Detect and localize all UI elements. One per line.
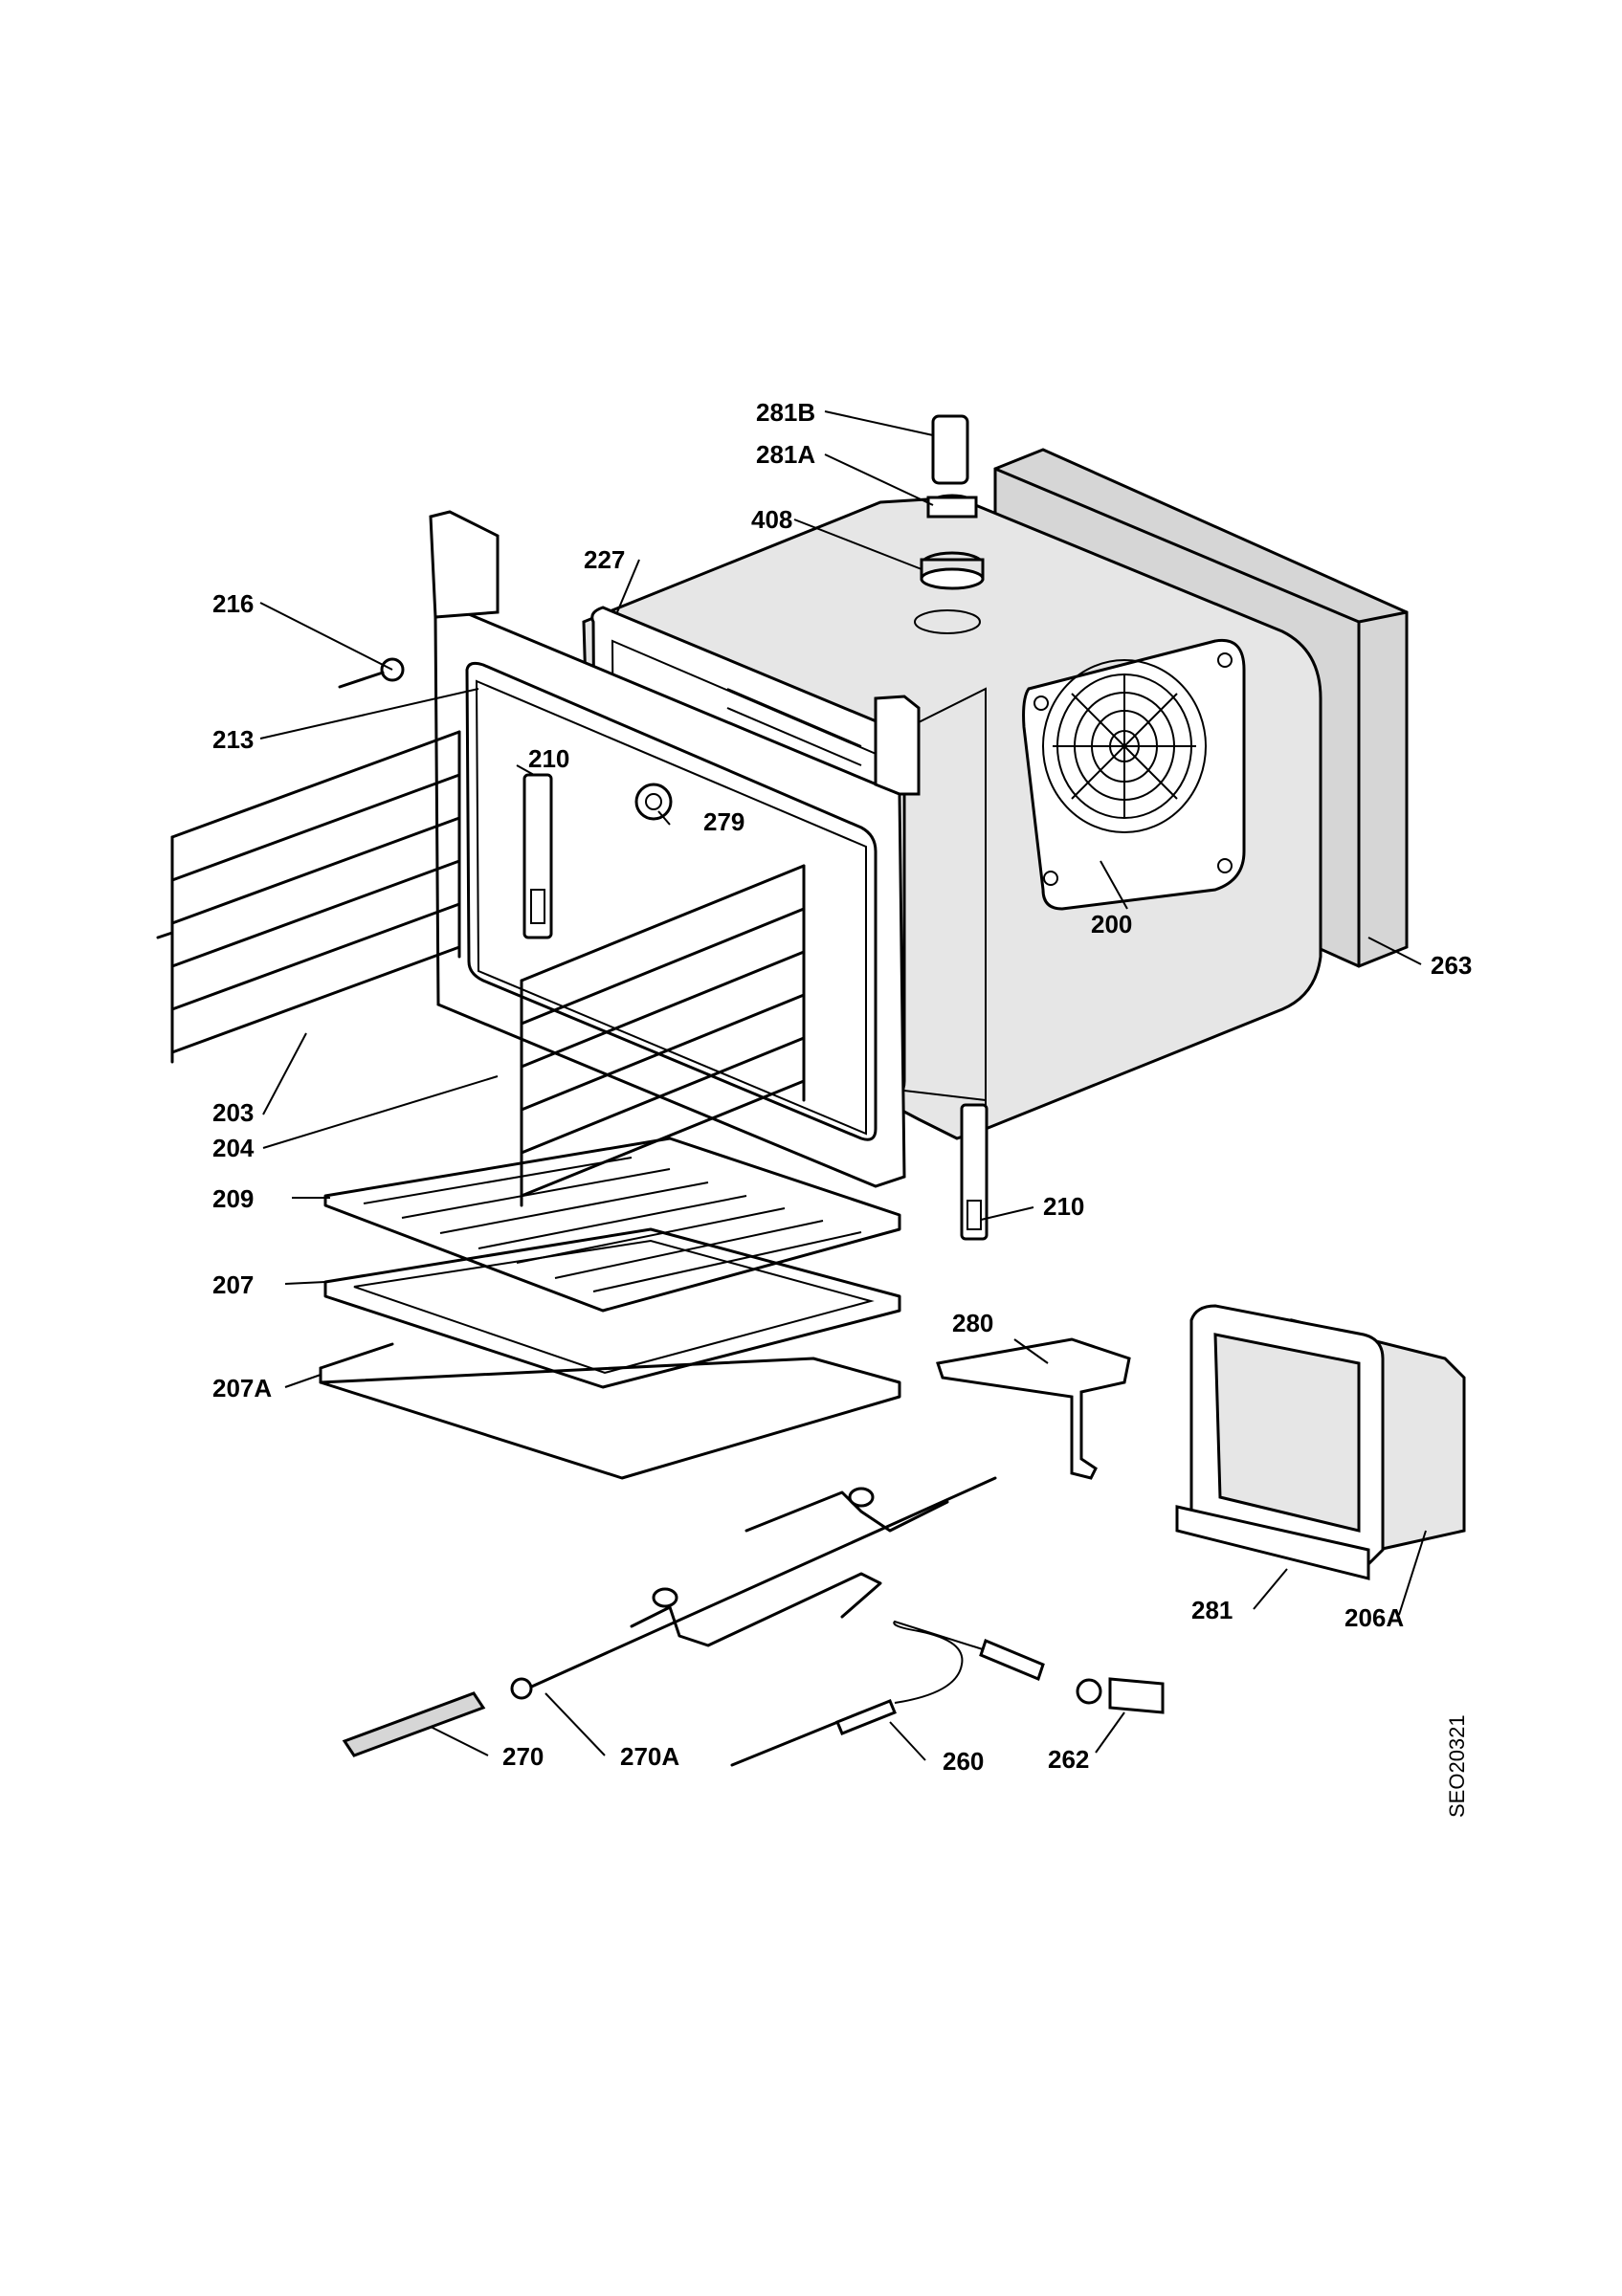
part-216-screw [338, 657, 405, 689]
part-281A-nut [926, 494, 978, 519]
part-262-probe-socket [1076, 1677, 1165, 1714]
callout-262: 262 [1048, 1745, 1089, 1774]
part-210-lamp-lower [960, 1103, 989, 1241]
part-280-bracket [936, 1337, 1131, 1480]
callout-260: 260 [943, 1747, 984, 1776]
part-210-lamp-upper [522, 773, 553, 939]
callout-408: 408 [751, 505, 792, 534]
callout-281: 281 [1191, 1596, 1233, 1624]
callout-204: 204 [212, 1134, 255, 1162]
callout-270A: 270A [620, 1742, 679, 1771]
callout-210-upper: 210 [528, 744, 569, 773]
part-408-filter [920, 551, 985, 590]
callout-207A: 207A [212, 1374, 272, 1402]
callout-labels: 281B 281A 408 227 216 213 210 279 200 26… [212, 398, 1472, 1818]
part-207A-tray [319, 1342, 901, 1480]
callout-263: 263 [1431, 951, 1472, 980]
callout-206A: 206A [1344, 1603, 1404, 1632]
part-279-grommet [634, 783, 673, 821]
callout-227: 227 [584, 545, 625, 574]
part-200-fan-cover [1022, 638, 1246, 911]
callout-210-lower: 210 [1043, 1192, 1084, 1221]
callout-213: 213 [212, 725, 254, 754]
callout-281B: 281B [756, 398, 815, 427]
callout-270: 270 [502, 1742, 544, 1771]
part-213-front-frame [429, 510, 921, 1188]
drawing-code: SEO20321 [1445, 1714, 1469, 1818]
callout-281A: 281A [756, 440, 815, 469]
leader-lines [259, 410, 1427, 1761]
part-209-wire-shelf [323, 1137, 901, 1313]
part-270-handle [342, 1691, 486, 1757]
part-270A-rotisserie-spit [510, 1476, 997, 1700]
part-207-baking-tray [323, 1227, 901, 1389]
part-281B-tube [931, 414, 969, 485]
callout-209: 209 [212, 1184, 254, 1213]
callout-280: 280 [952, 1309, 993, 1337]
callout-279: 279 [703, 807, 744, 836]
callout-207: 207 [212, 1270, 254, 1299]
part-260-meat-probe [730, 1620, 1045, 1767]
part-203-left-shelf-support [156, 730, 461, 1064]
callout-200: 200 [1091, 910, 1132, 938]
callout-216: 216 [212, 589, 254, 618]
part-281-frame [1175, 1304, 1385, 1580]
callout-203: 203 [212, 1098, 254, 1127]
